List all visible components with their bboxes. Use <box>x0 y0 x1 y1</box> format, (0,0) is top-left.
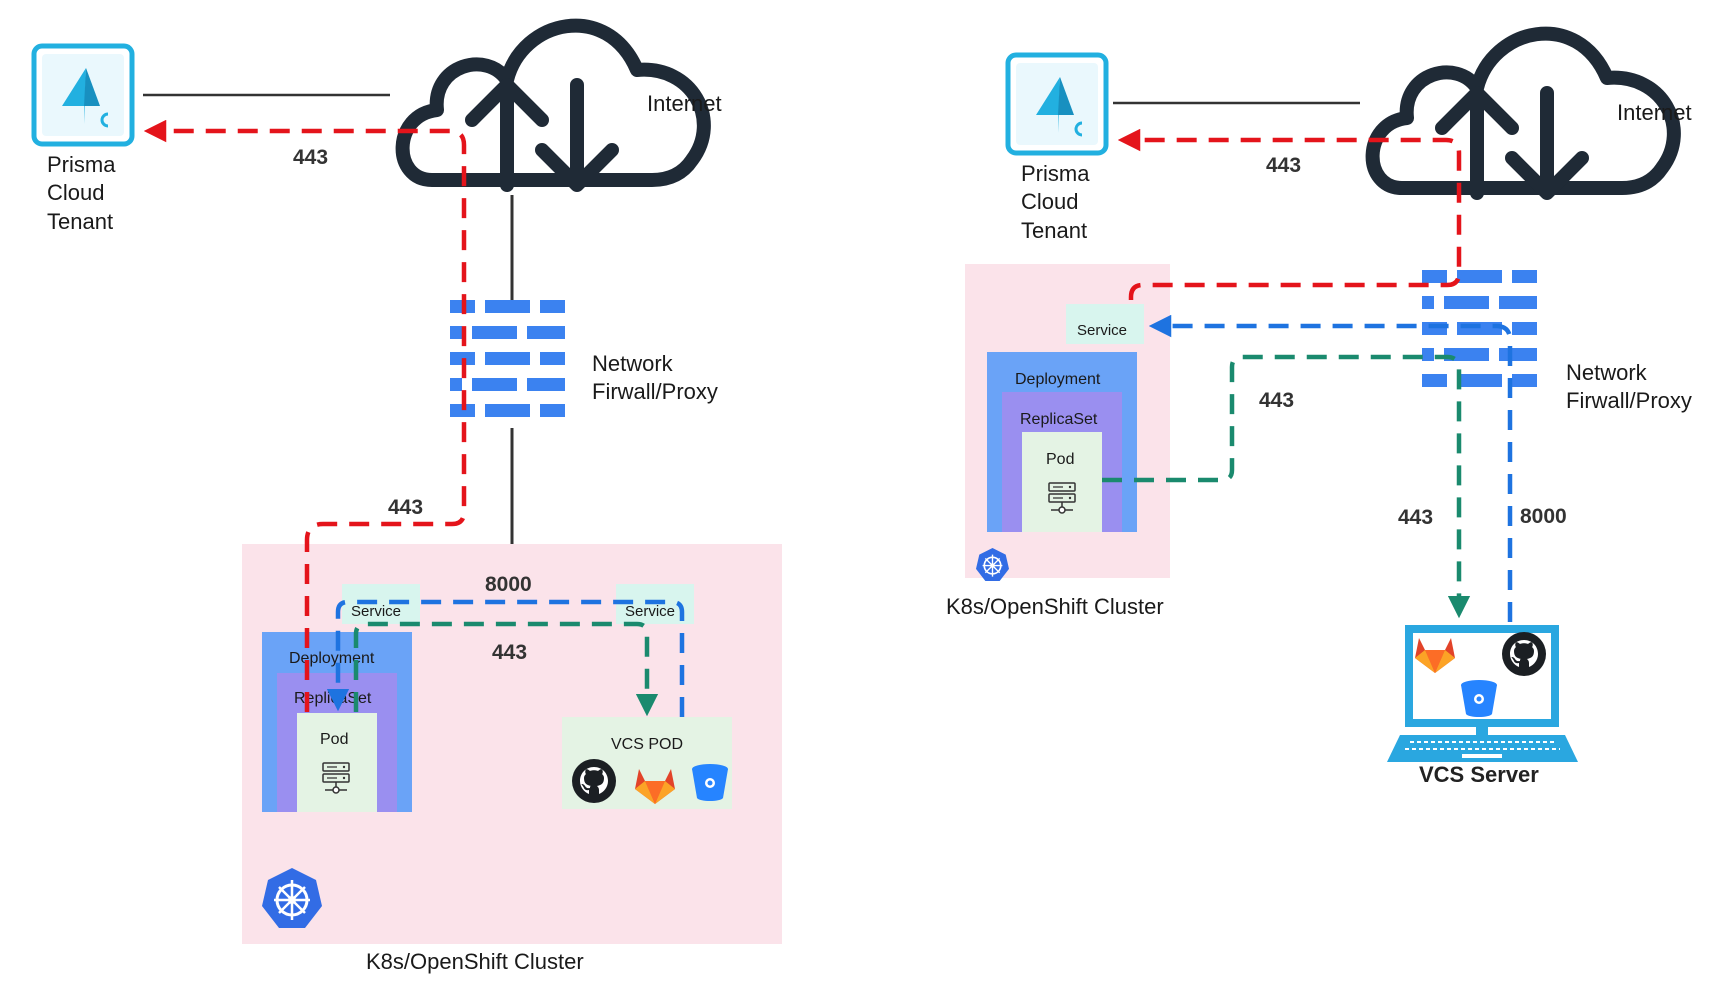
left-port-internet: 443 <box>293 146 328 169</box>
left-deployment-label: Deployment <box>289 650 375 667</box>
right-cluster-label: K8s/OpenShift Cluster <box>946 594 1164 619</box>
left-prisma-label-1: Prisma <box>47 152 116 177</box>
left-prisma-logo-icon <box>34 46 132 144</box>
right-port-internet: 443 <box>1266 154 1301 177</box>
vcs-server-label: VCS Server <box>1419 762 1539 787</box>
left-cluster-label: K8s/OpenShift Cluster <box>366 949 584 974</box>
right-port-blue-down: 8000 <box>1520 505 1567 528</box>
github-icon <box>572 759 616 803</box>
right-firewall-icon <box>1422 270 1537 387</box>
left-internet-label: Internet <box>647 91 722 116</box>
right-prisma-label-2: Cloud <box>1021 189 1078 214</box>
right-internet-label: Internet <box>1617 100 1692 125</box>
right-port-green-mid: 443 <box>1259 389 1294 412</box>
right-service-label: Service <box>1077 322 1127 339</box>
left-firewall-label-1: Network <box>592 351 674 376</box>
left-firewall-icon <box>450 300 565 417</box>
left-diagram: Prisma Cloud Tenant Internet Network Fir… <box>34 26 782 974</box>
left-prisma-label-3: Tenant <box>47 209 113 234</box>
right-port-green-down: 443 <box>1398 506 1433 529</box>
left-port-cluster-out: 443 <box>388 496 423 519</box>
left-firewall-label-2: Firwall/Proxy <box>592 379 718 404</box>
right-replicaset-label: ReplicaSet <box>1020 411 1098 428</box>
left-red-flow <box>143 119 467 712</box>
left-port-green: 443 <box>492 641 527 664</box>
left-port-blue: 8000 <box>485 573 532 596</box>
right-prisma-logo-icon <box>1008 55 1106 153</box>
left-blue-flow <box>326 599 685 717</box>
right-prisma-label-3: Tenant <box>1021 218 1087 243</box>
right-pod-box <box>1022 432 1102 532</box>
left-pod-label: Pod <box>320 731 348 748</box>
right-firewall-label-2: Firwall/Proxy <box>1566 388 1692 413</box>
left-service-1-label: Service <box>351 603 401 620</box>
left-service-2-label: Service <box>625 603 675 620</box>
right-pod-label: Pod <box>1046 451 1074 468</box>
right-prisma-label-1: Prisma <box>1021 161 1090 186</box>
bitbucket-icon <box>692 764 728 801</box>
right-red-flow <box>1117 128 1462 300</box>
right-deployment-label: Deployment <box>1015 371 1101 388</box>
left-prisma-label-2: Cloud <box>47 180 104 205</box>
left-vcs-pod-label: VCS POD <box>611 736 683 753</box>
right-firewall-label-1: Network <box>1566 360 1648 385</box>
github-icon <box>1502 632 1546 676</box>
right-service <box>1066 304 1144 344</box>
right-diagram: Prisma Cloud Tenant Internet Network Fir… <box>946 34 1692 787</box>
left-green-flow <box>353 621 659 717</box>
right-blue-flow <box>1148 314 1513 622</box>
bitbucket-icon <box>1461 680 1497 717</box>
